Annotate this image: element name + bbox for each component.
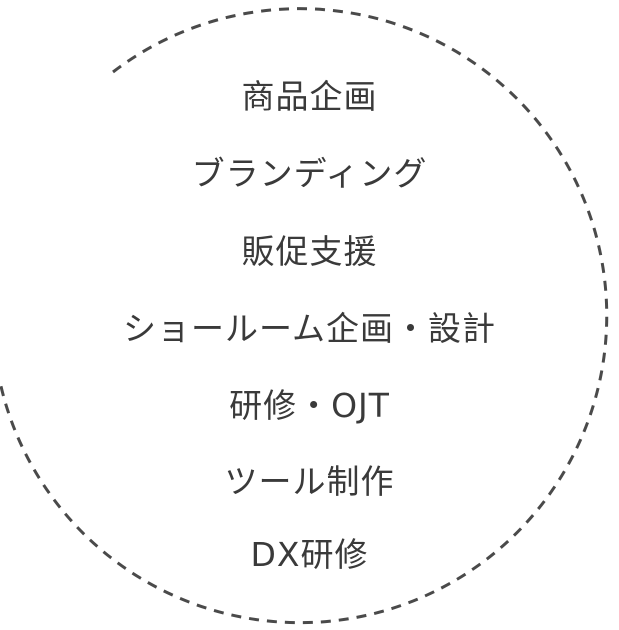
service-item-training-ojt: 研修・OJT: [229, 386, 390, 425]
service-item-showroom-design: ショールーム企画・設計: [122, 309, 496, 348]
service-item-dx-training: DX研修: [250, 535, 369, 574]
service-item-sales-promotion: 販促支援: [241, 232, 378, 271]
service-item-branding: ブランディング: [191, 154, 428, 193]
service-item-product-planning: 商品企画: [241, 77, 378, 116]
service-item-tool-production: ツール制作: [224, 462, 395, 501]
